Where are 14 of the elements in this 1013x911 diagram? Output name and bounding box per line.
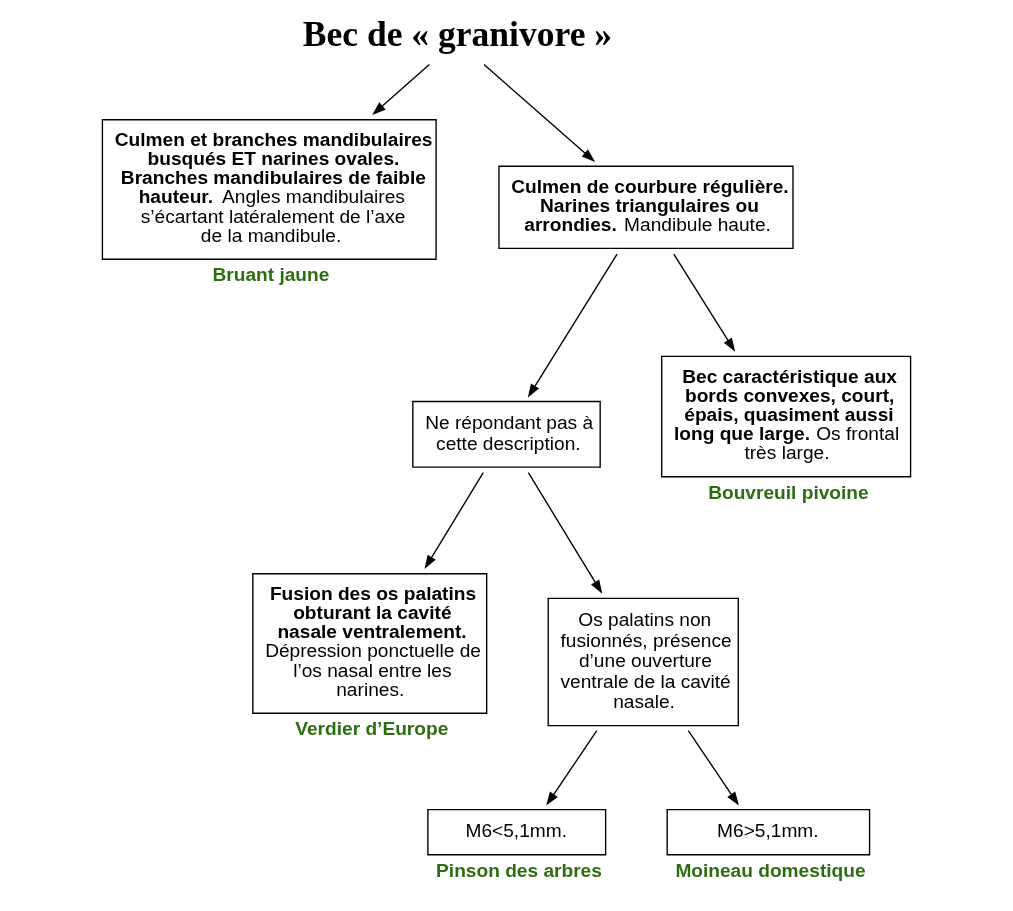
node-label: Pinson des arbres xyxy=(436,859,602,881)
arrow xyxy=(673,253,736,352)
node-label: Bouvreuil pivoine xyxy=(708,481,869,503)
arrow xyxy=(527,253,618,398)
arrow xyxy=(483,63,596,162)
arrow xyxy=(546,729,598,806)
arrow xyxy=(372,63,431,115)
arrow xyxy=(687,729,739,806)
arrow xyxy=(424,472,484,569)
node-text: Bec de « granivore » xyxy=(302,14,613,55)
node-label: Bruant jaune xyxy=(212,264,330,286)
node-label: Verdier d’Europe xyxy=(295,718,449,740)
arrow xyxy=(527,472,603,594)
node-label: Moineau domestique xyxy=(675,859,866,881)
